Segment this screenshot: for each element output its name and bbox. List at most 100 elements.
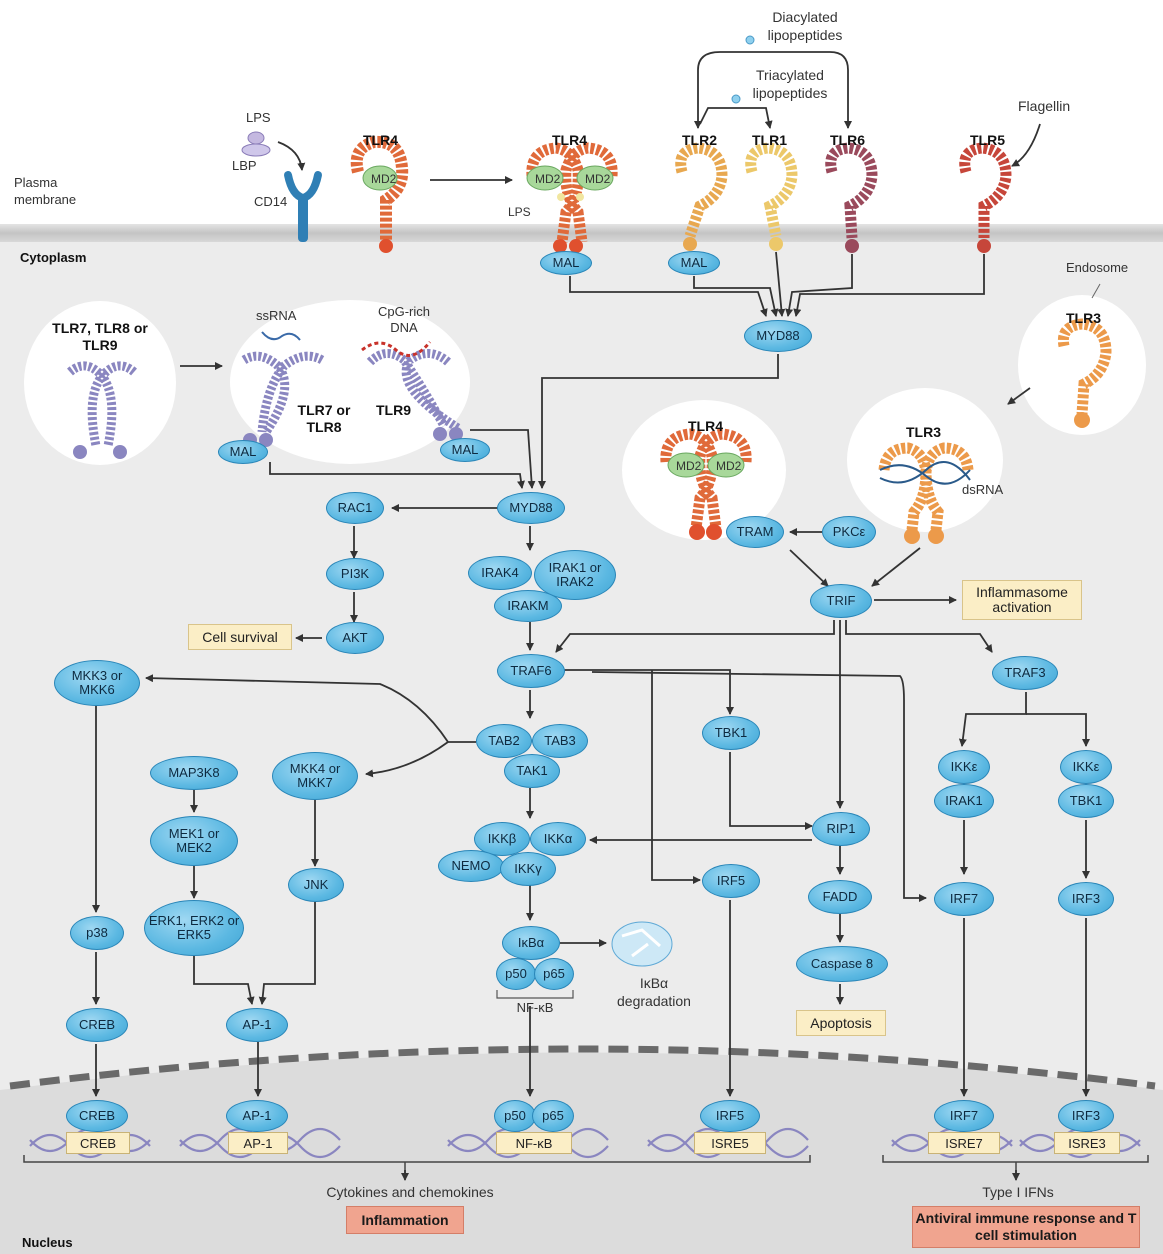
md2-label-b: MD2	[535, 172, 561, 186]
ikba-degradation-label: IκBα degradation	[617, 975, 691, 1009]
irak1-node: IRAK1	[934, 784, 994, 818]
endosome-label: Endosome	[1066, 260, 1129, 275]
irak4-node: IRAK4	[468, 556, 532, 590]
inflammasome-box: Inflammasome activation	[962, 580, 1082, 620]
tlr789-tir-right	[113, 445, 127, 459]
nuclear-ap1-node: AP-1	[226, 1100, 288, 1132]
irf5-node: IRF5	[702, 864, 760, 898]
inflammation-box: Inflammation	[346, 1206, 464, 1234]
tlr6-receptor	[825, 142, 878, 253]
nuclear-irf7-node: IRF7	[934, 1100, 994, 1132]
endosome-tlr789	[24, 301, 176, 465]
tbk1-node: TBK1	[1058, 784, 1114, 818]
tlr789-tir-left	[73, 445, 87, 459]
pkce-node: PKCε	[822, 516, 876, 548]
triacylated-label: Triacylated lipopeptides	[752, 67, 828, 101]
tlr9-label: TLR9	[376, 402, 411, 418]
md2-label-c: MD2	[585, 172, 611, 186]
p65-node: p65	[534, 958, 574, 990]
apoptosis-box: Apoptosis	[796, 1010, 886, 1036]
md2-label-a: MD2	[371, 172, 397, 186]
tlr9-receptor	[366, 349, 461, 432]
traf6-node: TRAF6	[497, 654, 565, 688]
mkk3-mkk6-node: MKK3 or MKK6	[54, 660, 140, 706]
ikke-node: IKKε	[1060, 750, 1112, 784]
ikke-node: IKKε	[938, 750, 990, 784]
tbk1-node: TBK1	[702, 716, 760, 750]
myd88-node: MYD88	[497, 492, 565, 524]
cytokines-label: Cytokines and chemokines	[326, 1184, 494, 1200]
nuclear-p50-node: p50	[494, 1100, 536, 1132]
nucleus-label: Nucleus	[22, 1235, 73, 1250]
tlr9-tir-left	[433, 427, 447, 441]
rip1-node: RIP1	[812, 812, 870, 846]
trif-node: TRIF	[810, 584, 872, 618]
type1-ifn-label: Type I IFNs	[982, 1184, 1054, 1200]
tram-node: TRAM	[726, 516, 784, 548]
p38-node: p38	[70, 916, 124, 950]
irakm-node: IRAKM	[494, 590, 562, 622]
creb-node: CREB	[66, 1008, 128, 1042]
tlr2-label: TLR2	[682, 132, 717, 148]
mal-node: MAL	[440, 438, 490, 462]
md2-label-d: MD2	[676, 459, 702, 473]
rac1-node: RAC1	[326, 492, 384, 524]
tab2-node: TAB2	[476, 724, 532, 758]
tlr78-label: TLR7 or TLR8	[297, 402, 351, 435]
tlr78-receptor	[241, 351, 325, 435]
nuclear-creb-node: CREB	[66, 1100, 128, 1132]
tlr1-label: TLR1	[752, 132, 787, 148]
irf3-node: IRF3	[1058, 882, 1114, 916]
isre3-element-tag: ISRE3	[1054, 1132, 1120, 1154]
caspase8-node: Caspase 8	[796, 946, 888, 982]
endosome-tlr4	[622, 400, 786, 540]
dsrna-label: dsRNA	[962, 482, 1004, 497]
tlr4-surface-label: TLR4	[363, 132, 398, 148]
pathway-arrows	[92, 51, 1090, 1181]
ap1-element-tag: AP-1	[228, 1132, 288, 1154]
tab3-node: TAB3	[532, 724, 588, 758]
nfkb-label: NF-κB	[516, 1000, 554, 1015]
ikba-node: IκBα	[502, 926, 560, 960]
pi3k-node: PI3K	[326, 558, 384, 590]
isre7-element-tag: ISRE7	[928, 1132, 1000, 1154]
mal-node: MAL	[218, 440, 268, 464]
ssrna-label: ssRNA	[256, 308, 297, 323]
endosome-leader	[1091, 283, 1101, 299]
lps-bound-label: LPS	[508, 205, 531, 219]
map3k8-node: MAP3K8	[150, 756, 238, 790]
endosome-ssrna-cpg	[230, 300, 470, 464]
mkk4-mkk7-node: MKK4 or MKK7	[272, 752, 358, 800]
mal-node: MAL	[540, 251, 592, 275]
tlr3-endosome-label: TLR3	[1066, 310, 1101, 326]
jnk-node: JNK	[288, 868, 344, 902]
tlr3-dsrna-label: TLR3	[906, 424, 941, 440]
tlr789-label: TLR7, TLR8 or TLR9	[52, 320, 148, 353]
lbp-label: LBP	[232, 158, 257, 173]
tlr1-receptor	[745, 142, 798, 251]
myd88-node: MYD88	[744, 320, 812, 352]
flagellin-label: Flagellin	[1018, 98, 1071, 114]
triacylated-lipopeptide-icon	[731, 94, 741, 104]
lps-label: LPS	[246, 110, 271, 125]
nemo-node: NEMO	[438, 850, 504, 882]
endosome-tlr3	[1018, 295, 1146, 435]
nuclear-p65-node: p65	[532, 1100, 574, 1132]
erk-node: ERK1, ERK2 or ERK5	[144, 900, 244, 956]
ikba-degradation-icon	[611, 921, 673, 967]
nuclear-envelope	[9, 1045, 1156, 1090]
nfkb-element-tag: NF-κB	[496, 1132, 572, 1154]
plasma-membrane-label: Plasma membrane	[14, 175, 77, 207]
ikkg-node: IKKγ	[500, 852, 556, 886]
cpg-dna-strand	[361, 341, 432, 357]
lps-lbp-icon	[241, 131, 271, 157]
tlr4-dimer-receptor	[526, 142, 618, 253]
tlr5-label: TLR5	[970, 132, 1005, 148]
fadd-node: FADD	[808, 880, 872, 914]
tlr4-endosome-label: TLR4	[688, 418, 723, 434]
diacylated-label: Diacylated lipopeptides	[767, 9, 843, 43]
ssrna-strand	[261, 331, 301, 341]
mek1-mek2-node: MEK1 or MEK2	[150, 816, 238, 866]
